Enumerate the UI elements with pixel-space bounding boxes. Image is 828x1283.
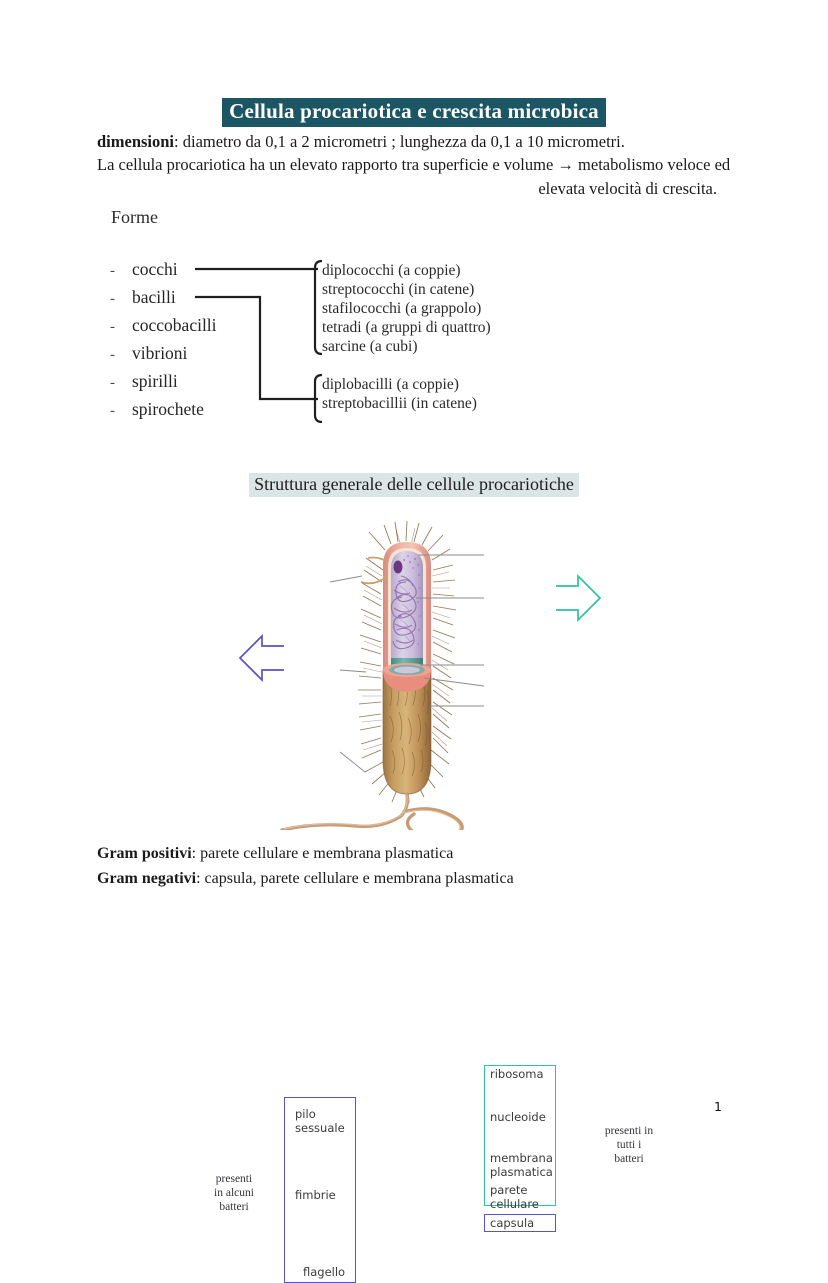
list-item-label: coccobacilli (132, 315, 217, 335)
label-membrana-plasmatica: membrana plasmatica (490, 1151, 553, 1179)
list-bullet: - (110, 403, 115, 419)
label-parete-cellulare: parete cellulare (490, 1183, 539, 1211)
list-bullet: - (110, 263, 115, 279)
list-bullet: - (110, 375, 115, 391)
list-item: - vibrioni (110, 339, 260, 367)
list-item-label: spirochete (132, 399, 204, 419)
nucleoid (390, 555, 421, 650)
leader-lines-left (329, 575, 367, 773)
list-item-label: bacilli (132, 287, 176, 307)
forme-list: - cocchi - bacilli - coccobacilli - vibrioni… (110, 255, 260, 423)
list-bullet: - (110, 347, 115, 363)
left-arrow-icon (238, 633, 284, 683)
list-item: - coccobacilli (110, 311, 260, 339)
group-row: stafilococchi (a grappolo) (322, 300, 482, 317)
forme-diagram: - cocchi - bacilli - coccobacilli - vibrioni… (110, 255, 530, 430)
intro-line-1-rest: : diametro da 0,1 a 2 micrometri ; lungh… (174, 132, 625, 151)
fimbriae-hairs (358, 520, 457, 804)
forme-group-bacilli: diplobacilli (a coppie) streptobacillii … (322, 375, 477, 413)
group-row: streptococchi (in catene) (322, 281, 475, 298)
leader-lines-right (416, 554, 485, 707)
page-title: Cellula procariotica e crescita microbic… (222, 98, 606, 127)
right-arrow-icon (556, 573, 602, 623)
group-row: diplobacilli (a coppie) (322, 376, 459, 393)
gram-positive-label: Gram positivi (97, 845, 192, 862)
list-item: - spirochete (110, 395, 260, 423)
intro-bold-label: dimensioni (97, 132, 175, 151)
group-row: sarcine (a cubi) (322, 338, 418, 355)
gram-negative-line: Gram negativi: capsula, parete cellulare… (97, 867, 514, 892)
gram-positive-text: : parete cellulare e membrana plasmatica (191, 845, 454, 862)
list-item: - bacilli (110, 283, 260, 311)
cell-illustration (238, 520, 602, 844)
sexual-pilus (360, 556, 389, 585)
list-item: - spirilli (110, 367, 260, 395)
structure-heading: Struttura generale delle cellule procari… (249, 473, 579, 497)
intro-line-2: La cellula procariotica ha un elevato ra… (97, 155, 731, 175)
gram-negative-text: : capsula, parete cellulare e membrana p… (196, 870, 514, 887)
ribosome-dots (402, 555, 421, 645)
list-item-label: vibrioni (132, 343, 188, 363)
group-row: tetradi (a gruppi di quattro) (322, 319, 491, 336)
list-bullet: - (110, 291, 115, 307)
document-page: Cellula procariotica e crescita microbic… (0, 98, 828, 1283)
label-fimbrie: fimbrie (295, 1188, 336, 1202)
label-pilo-sessuale: pilo sessuale (295, 1107, 345, 1135)
note-presenti-in-tutti-i-batteri: presenti in tutti i batteri (604, 1125, 654, 1165)
gram-positive-line: Gram positivi: parete cellulare e membra… (97, 842, 453, 867)
label-flagello: flagello (303, 1265, 346, 1279)
group-row: streptobacillii (in catene) (322, 395, 477, 412)
forme-group-cocchi: diplococchi (a coppie) streptococchi (in… (322, 261, 491, 356)
list-bullet: - (110, 319, 115, 335)
page-number: 1 (714, 1099, 722, 1114)
label-capsula: capsula (490, 1216, 535, 1230)
label-nucleoide: nucleoide (490, 1110, 546, 1124)
page-title-container: Cellula procariotica e crescita microbic… (0, 98, 828, 127)
label-ribosoma: ribosoma (490, 1067, 544, 1081)
intro-paragraph: dimensioni: diametro da 0,1 a 2 micromet… (97, 130, 737, 200)
nucleoid-granule (393, 560, 403, 574)
group-row: diplococchi (a coppie) (322, 262, 461, 279)
intro-line-1: dimensioni: diametro da 0,1 a 2 micromet… (97, 130, 737, 153)
pilus-base (383, 576, 387, 580)
intro-line-3: elevata velocità di crescita. (538, 178, 717, 198)
flagellum-highlight (283, 794, 461, 841)
cytoplasm (391, 551, 423, 658)
prokaryotic-cell-diagram: ribosoma nucleoide membrana plasmatica p… (0, 520, 828, 1283)
gram-negative-label: Gram negativi (97, 870, 197, 887)
list-item-label: spirilli (132, 371, 178, 391)
list-item: - cocchi (110, 255, 260, 283)
forme-heading: Forme (111, 207, 158, 227)
list-item-label: cocchi (132, 259, 178, 279)
forme-connector-lines (195, 259, 323, 424)
structure-heading-container: Struttura generale delle cellule procari… (0, 473, 828, 497)
note-presenti-in-alcuni-batteri: presenti in alcuni batteri (214, 1173, 254, 1213)
